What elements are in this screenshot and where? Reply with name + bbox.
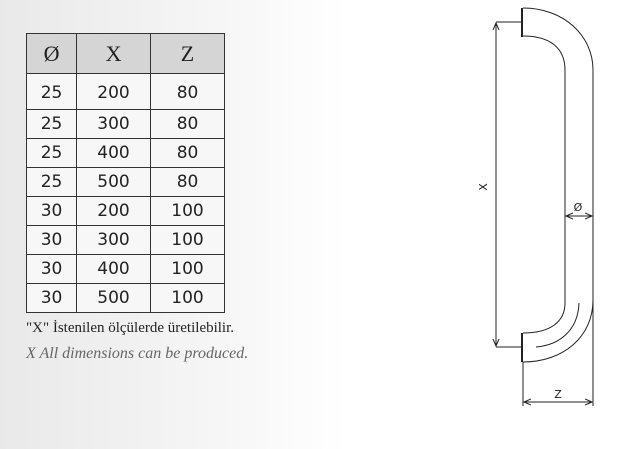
cell-z: 100 [150, 254, 225, 284]
cell-x: 300 [76, 109, 152, 139]
cell-diameter: 30 [25, 196, 78, 226]
handle-inner-contour [522, 35, 566, 334]
handle-shading-arc [535, 302, 580, 348]
cell-diameter: 30 [25, 283, 78, 313]
handle-outer-contour [522, 7, 594, 363]
z-label: Z [554, 388, 562, 401]
diameter-label: Ø [574, 201, 583, 214]
note-english: X All dimensions can be produced. [26, 345, 249, 362]
cell-diameter: 30 [25, 254, 78, 284]
cell-diameter: 30 [25, 225, 78, 255]
cell-z: 80 [150, 167, 225, 197]
cell-x: 400 [76, 138, 152, 168]
table-header-row: Ø X Z [25, 33, 225, 74]
header-diameter: Ø [25, 33, 78, 74]
cell-z: 100 [150, 196, 225, 226]
cell-x: 400 [76, 254, 152, 284]
cell-x: 200 [76, 73, 152, 110]
cell-z: 80 [150, 73, 225, 110]
cell-x: 300 [76, 225, 152, 255]
cell-diameter: 25 [25, 167, 78, 197]
note-turkish: "X" İstenilen ölçülerde üretilebilir. [26, 320, 235, 336]
cell-diameter: 25 [25, 73, 78, 110]
cell-x: 500 [76, 167, 152, 197]
cell-z: 80 [150, 109, 225, 139]
x-label: X [477, 183, 490, 191]
cell-diameter: 25 [25, 138, 78, 168]
cell-z: 100 [150, 225, 225, 255]
cell-diameter: 25 [25, 109, 78, 139]
cell-z: 100 [150, 283, 225, 313]
cell-x: 500 [76, 283, 152, 313]
